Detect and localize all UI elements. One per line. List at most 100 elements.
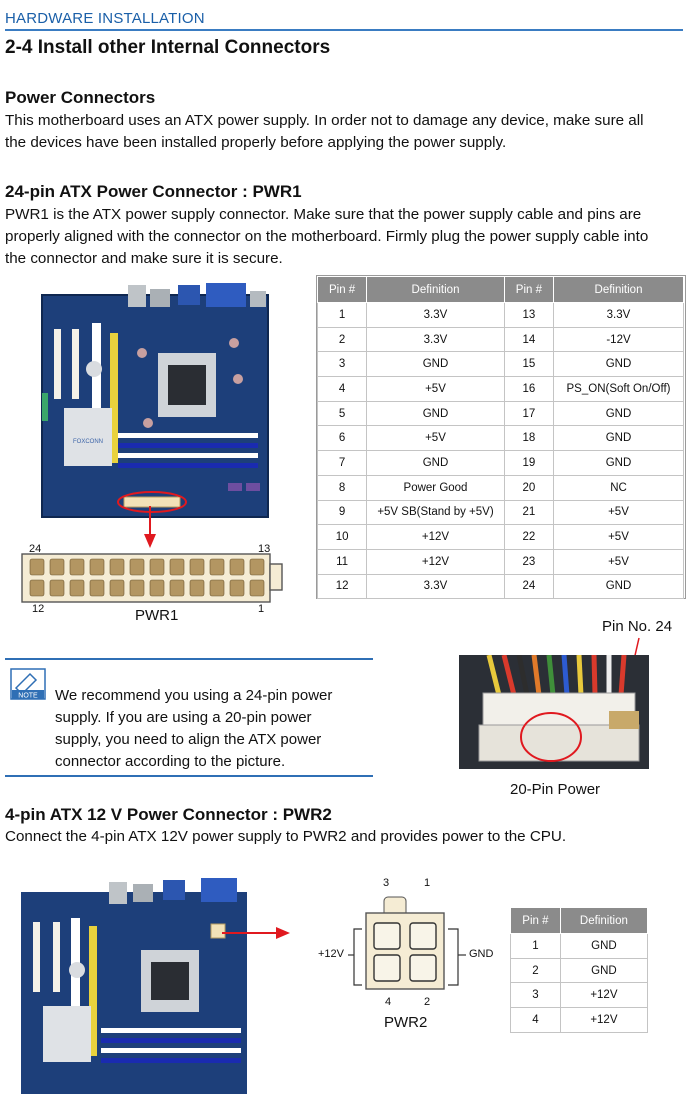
table-cell: +5V — [553, 548, 684, 575]
table-header: Pin # — [510, 907, 561, 934]
table-cell: 22 — [503, 524, 555, 550]
motherboard-image-2 — [21, 878, 247, 1094]
motherboard-image: FOXCONN — [41, 283, 269, 518]
arrow-down-icon — [144, 506, 156, 548]
pwr2-pin-4-label: 4 — [385, 996, 392, 1008]
table-cell: GND — [559, 933, 649, 959]
table-cell: 1 — [510, 933, 561, 959]
table-cell: GND — [366, 450, 505, 476]
table-cell: 8 — [316, 474, 368, 501]
table-cell: GND — [366, 400, 505, 427]
power-connectors-text: This motherboard uses an ATX power suppl… — [5, 110, 688, 154]
text-line: connector according to the picture. — [55, 753, 286, 770]
table-header: Pin # — [316, 276, 368, 303]
table-cell: +12V — [559, 982, 649, 1009]
table-row: 9+5V SB(Stand by +5V)21+5V — [316, 499, 684, 526]
table-row: 3+12V — [510, 982, 649, 1009]
arrow-right-icon — [222, 927, 290, 939]
pwr2-right-label: GND — [469, 948, 494, 960]
table-cell: 10 — [316, 524, 368, 550]
pwr1-heading: 24-pin ATX Power Connector : PWR1 — [5, 182, 302, 201]
table-cell: 19 — [503, 450, 555, 476]
20-pin-power-photo — [459, 655, 649, 769]
text-line: supply, you need to align the ATX power — [55, 731, 322, 748]
table-cell: GND — [559, 957, 649, 984]
table-cell: 16 — [503, 376, 555, 402]
table-cell: 2 — [510, 957, 561, 984]
table-header: Definition — [553, 276, 684, 303]
text-line: the connector and make sure it is secure… — [5, 250, 283, 267]
table-cell: 4 — [316, 376, 368, 402]
note-icon: NOTE — [10, 668, 46, 700]
table-cell: 4 — [510, 1007, 561, 1033]
table-cell: 24 — [503, 573, 555, 600]
pwr2-text: Connect the 4-pin ATX 12V power supply t… — [5, 826, 688, 848]
pwr1-pin-24-label: 24 — [29, 543, 42, 555]
text-line: PWR1 is the ATX power supply connector. … — [5, 206, 642, 223]
table-cell: GND — [553, 351, 684, 378]
table-cell: 3 — [316, 351, 368, 378]
pwr2-pin-3-label: 3 — [383, 877, 390, 889]
table-cell: 17 — [503, 400, 555, 427]
table-cell: GND — [553, 425, 684, 452]
table-cell: 20 — [503, 474, 555, 501]
table-row: 4+12V — [510, 1007, 649, 1033]
table-cell: 18 — [503, 425, 555, 452]
text-line: Connect the 4-pin ATX 12V power supply t… — [5, 828, 567, 845]
table-cell: 11 — [316, 548, 368, 575]
table-cell: +12V — [559, 1007, 649, 1033]
pwr1-pin-1-label: 1 — [258, 603, 265, 615]
pwr2-connector-label: PWR2 — [384, 1014, 428, 1031]
board-brand-text: FOXCONN — [73, 439, 103, 445]
table-cell: 2 — [316, 326, 368, 353]
note-text: We recommend you using a 24-pin power su… — [55, 685, 332, 773]
table-cell: 6 — [316, 425, 368, 452]
table-cell: GND — [553, 450, 684, 476]
table-cell: 3 — [510, 982, 561, 1009]
pwr1-pin-12-label: 12 — [32, 603, 45, 615]
table-header: Definition — [559, 907, 649, 934]
table-cell: PS_ON(Soft On/Off) — [553, 376, 684, 402]
pwr1-text: PWR1 is the ATX power supply connector. … — [5, 204, 688, 270]
text-line: properly aligned with the connector on t… — [5, 228, 649, 245]
table-cell: NC — [553, 474, 684, 501]
table-cell: +5V — [366, 425, 505, 452]
table-cell: Power Good — [366, 474, 505, 501]
table-header: Definition — [366, 276, 505, 303]
text-line: We recommend you using a 24-pin power — [55, 687, 333, 704]
table-cell: +5V — [553, 524, 684, 550]
note-top-rule — [5, 658, 373, 660]
table-cell: 5 — [316, 400, 368, 427]
table-cell: 23 — [503, 548, 555, 575]
table-cell: 3.3V — [366, 573, 505, 600]
section-header: HARDWARE INSTALLATION — [5, 10, 205, 27]
text-line: the devices have been installed properly… — [5, 134, 507, 151]
table-cell: +5V SB(Stand by +5V) — [366, 499, 505, 526]
pwr2-heading: 4-pin ATX 12 V Power Connector : PWR2 — [5, 805, 332, 824]
table-cell: +12V — [366, 548, 505, 575]
pwr1-connector-label: PWR1 — [135, 607, 179, 624]
table-cell: -12V — [553, 326, 684, 353]
table-cell: 15 — [503, 351, 555, 378]
table-header: Pin # — [503, 276, 555, 303]
table-cell: +12V — [366, 524, 505, 550]
table-cell: 7 — [316, 450, 368, 476]
pwr2-pin-1-label: 1 — [424, 877, 431, 889]
table-cell: 14 — [503, 326, 555, 353]
table-cell: 9 — [316, 499, 368, 526]
pwr2-left-label: +12V — [318, 948, 344, 960]
text-line: This motherboard uses an ATX power suppl… — [5, 112, 644, 129]
